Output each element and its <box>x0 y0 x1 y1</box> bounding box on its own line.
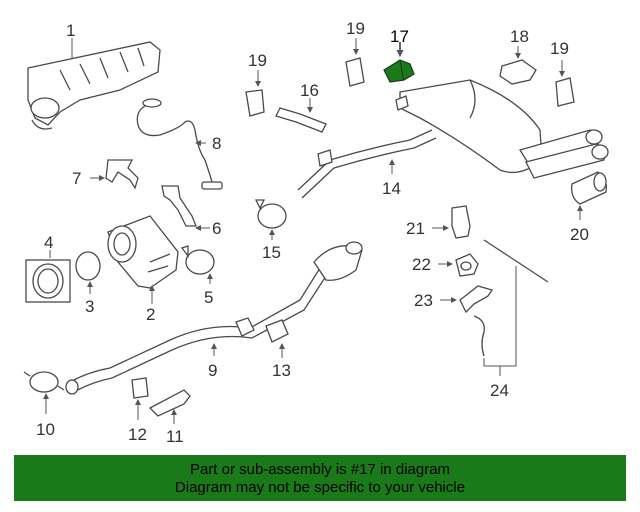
callout-11: 11 <box>166 427 184 446</box>
callout-4: 4 <box>44 233 53 252</box>
part-1-exhaust-manifold[interactable] <box>27 41 161 130</box>
callout-1: 1 <box>66 21 75 40</box>
part-19-rubber-hanger-left[interactable] <box>245 89 265 117</box>
part-11-bracket[interactable] <box>148 389 191 417</box>
part-9-front-pipe[interactable] <box>65 241 363 395</box>
callout-21: 21 <box>406 219 425 238</box>
callout-20: 20 <box>570 225 589 244</box>
callout-3: 3 <box>85 297 94 316</box>
callout-18: 18 <box>510 27 529 46</box>
callout-13: 13 <box>272 361 291 380</box>
part-20-tailpipe-tip[interactable] <box>571 171 607 205</box>
callout-16: 16 <box>300 81 319 100</box>
callout-7: 7 <box>72 169 81 188</box>
part-19-rubber-hanger-right[interactable] <box>555 77 575 107</box>
part-21-valve[interactable] <box>451 205 471 239</box>
part-17-bracket-highlighted[interactable] <box>383 59 415 83</box>
part-24-vacuum-line[interactable] <box>473 239 549 357</box>
part-4-gasket[interactable] <box>25 259 71 303</box>
callout-2: 2 <box>146 305 155 324</box>
part-12-rubber-mount[interactable] <box>131 377 149 399</box>
part-14-rear-muffler[interactable] <box>297 79 609 199</box>
callout-9: 9 <box>208 361 217 380</box>
callout-8: 8 <box>212 134 221 153</box>
callout-10: 10 <box>36 420 55 439</box>
part-2-catalytic-converter[interactable] <box>107 215 179 289</box>
callout-19a: 19 <box>248 51 267 70</box>
callout-6: 6 <box>212 219 221 238</box>
part-22-mount[interactable] <box>455 253 479 277</box>
part-13-rubber-mount[interactable] <box>265 319 289 343</box>
banner-line-2: Diagram may not be specific to your vehi… <box>174 479 466 496</box>
part-19-rubber-hanger-middle[interactable] <box>345 57 365 87</box>
callout-23: 23 <box>414 291 433 310</box>
callout-14: 14 <box>382 179 401 198</box>
callout-19b: 19 <box>346 19 365 38</box>
callout-17: 17 <box>390 27 409 46</box>
callout-22: 22 <box>412 255 431 274</box>
part-16-heat-shield[interactable] <box>275 107 327 133</box>
banner-line-1: Part or sub-assembly is #17 in diagram <box>189 461 451 478</box>
part-5-clamp[interactable] <box>180 245 215 275</box>
part-8-oxygen-sensor[interactable] <box>136 98 223 190</box>
part-10-clamp[interactable] <box>23 371 65 393</box>
info-banner: Part or sub-assembly is #17 in diagram D… <box>14 455 626 501</box>
exhaust-parts-diagram: 1 8 7 6 2 4 3 5 <box>23 19 609 446</box>
part-15-clamp[interactable] <box>254 199 287 229</box>
part-6-bracket[interactable] <box>161 185 197 227</box>
callout-12: 12 <box>128 425 147 444</box>
callout-5: 5 <box>204 288 213 307</box>
part-18-valve[interactable] <box>499 59 537 85</box>
part-7-bracket[interactable] <box>105 159 139 190</box>
callout-19c: 19 <box>550 39 569 58</box>
leader-24 <box>483 266 517 376</box>
callout-24: 24 <box>490 381 509 400</box>
part-3-seal-ring[interactable] <box>75 251 101 281</box>
callout-15: 15 <box>262 243 281 262</box>
part-23-bracket[interactable] <box>459 285 494 314</box>
